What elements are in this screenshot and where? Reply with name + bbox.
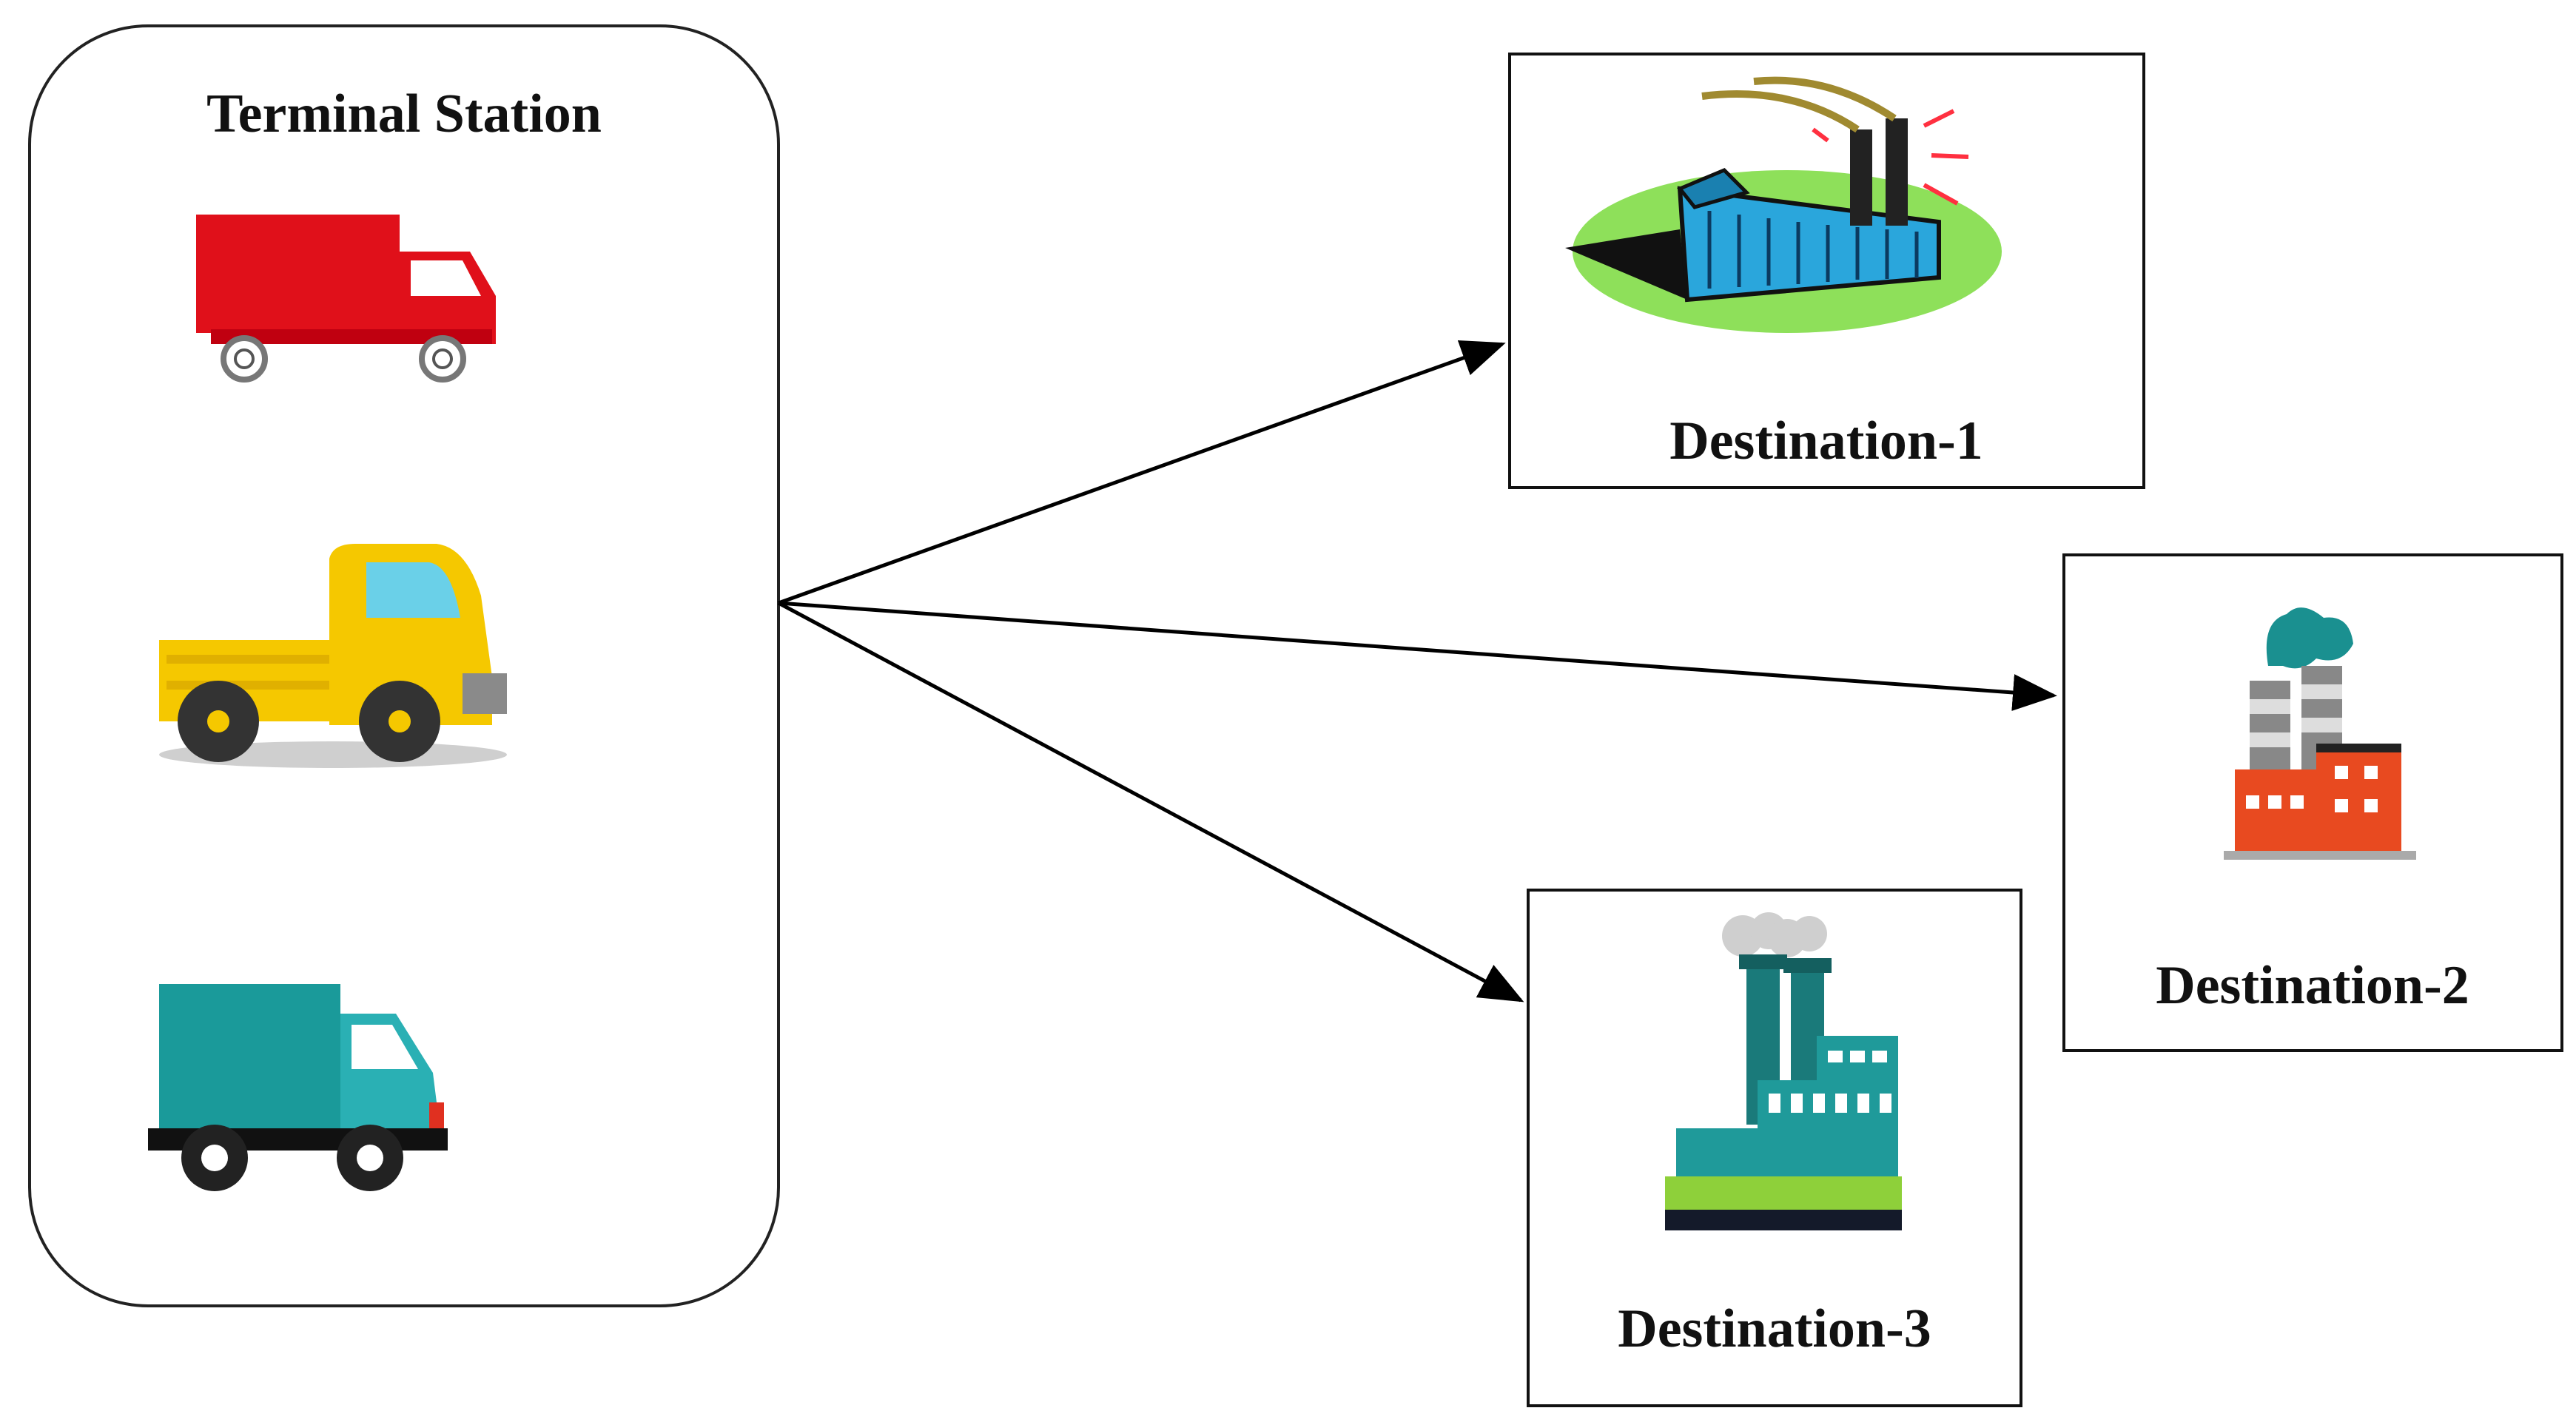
destination-1: Destination-1 [1508,53,2145,489]
terminal-title: Terminal Station [206,84,602,144]
teal-factory-icon [1665,912,1902,1230]
yellow-pickup-truck-icon [159,544,507,768]
route-arrows [777,340,2057,1003]
destination-3-label: Destination-3 [1618,1298,1931,1359]
teal-delivery-truck-icon [148,984,448,1191]
orange-factory-icon [2224,607,2416,860]
terminal-station: Terminal Station [28,24,780,1307]
arrow-to-destination-1 [778,340,1506,605]
blue-factory-icon [1565,76,2002,333]
red-box-truck-icon [196,215,496,383]
destination-2: Destination-2 [2062,553,2563,1052]
destination-3: Destination-3 [1527,889,2022,1407]
arrow-to-destination-2 [778,601,2057,711]
arrow-to-destination-3 [777,601,1524,1003]
destination-1-label: Destination-1 [1669,411,1983,471]
destination-2-label: Destination-2 [2156,955,2469,1016]
